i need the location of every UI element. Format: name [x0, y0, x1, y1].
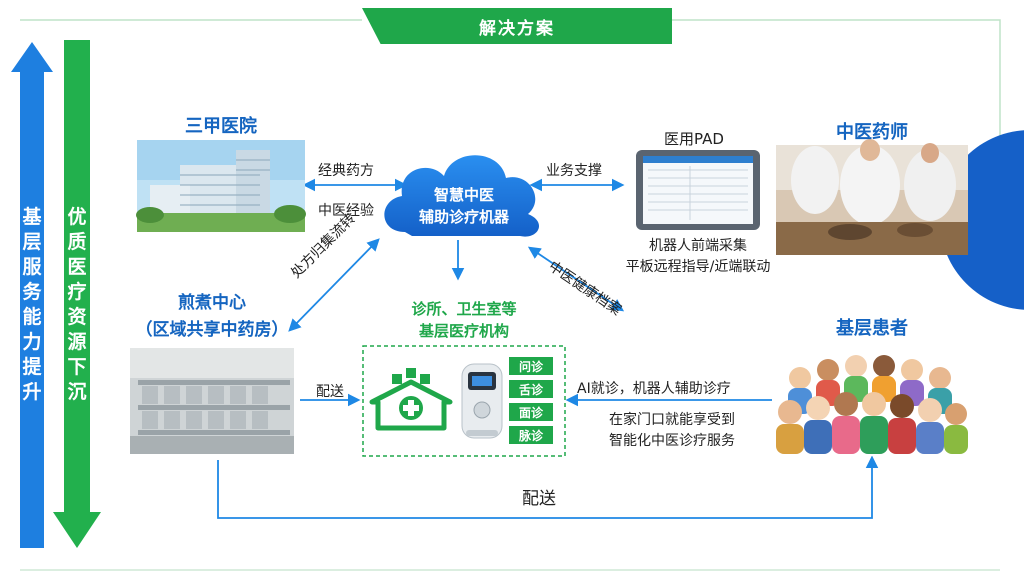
pill-inquiry: 问诊 [509, 357, 553, 375]
pharmacist-label: 中医药师 [836, 122, 908, 143]
patients-crowd [776, 338, 968, 456]
label-business-support: 业务支撑 [546, 163, 602, 179]
clinic-label-line1: 诊所、卫生室等 [411, 300, 517, 318]
decoction-label: 煎煮中心 （区域共享中药房） [110, 290, 314, 344]
pad-device [636, 150, 760, 230]
label-home-service-line2: 智能化中医诊疗服务 [609, 433, 735, 449]
pill-tongue: 舌诊 [509, 380, 553, 398]
pad-label: 医用PAD [664, 130, 724, 148]
label-delivery-big: 配送 [522, 489, 556, 509]
decoction-label-line2: （区域共享中药房） [135, 320, 289, 340]
label-tcm-experience: 中医经验 [318, 203, 374, 219]
blue-arrow-text: 基层服务能力提升 [22, 206, 42, 403]
cloud-label-line1: 智慧中医 [433, 186, 494, 204]
arrow-cloud-patients [527, 246, 625, 312]
label-classic-prescriptions: 经典药方 [318, 163, 374, 179]
robot-icon [461, 363, 503, 439]
cloud-label: 智慧中医 辅助诊疗机器 [398, 184, 530, 228]
pill-face: 面诊 [509, 403, 553, 421]
pharmacist-photo [776, 139, 968, 255]
arrow-delivery-loop [217, 455, 879, 519]
pill-pulse: 脉诊 [509, 426, 553, 444]
clinic-house-icon [369, 368, 453, 431]
blue-up-arrow [11, 42, 53, 548]
page-title: 解决方案 [362, 8, 672, 44]
arrow-cloud-decoction [288, 238, 380, 332]
label-delivery-small: 配送 [316, 384, 344, 400]
clinic-label: 诊所、卫生室等 基层医疗机构 [363, 298, 565, 342]
label-ai-diagnosis: AI就诊，机器人辅助诊疗 [577, 381, 731, 397]
green-down-arrow [53, 40, 101, 548]
green-arrow-text: 优质医疗资源下沉 [67, 206, 87, 403]
decoction-label-line1: 煎煮中心 [178, 293, 246, 313]
patients-label: 基层患者 [836, 318, 908, 339]
cloud-shape [384, 155, 540, 237]
pad-caption: 机器人前端采集 平板远程指导/近端联动 [610, 236, 786, 278]
hospital-photo [136, 140, 306, 232]
frame-line [20, 19, 1001, 150]
label-home-service: 在家门口就能享受到 智能化中医诊疗服务 [572, 410, 772, 452]
decoction-photo [130, 348, 294, 454]
clinic-box [362, 345, 566, 457]
pad-caption-line2: 平板远程指导/近端联动 [625, 259, 771, 275]
clinic-label-line2: 基层医疗机构 [418, 322, 509, 340]
hospital-label: 三甲医院 [185, 116, 257, 137]
pad-caption-line1: 机器人前端采集 [649, 238, 747, 254]
label-home-service-line1: 在家门口就能享受到 [609, 412, 735, 428]
cloud-label-line2: 辅助诊疗机器 [418, 208, 509, 226]
